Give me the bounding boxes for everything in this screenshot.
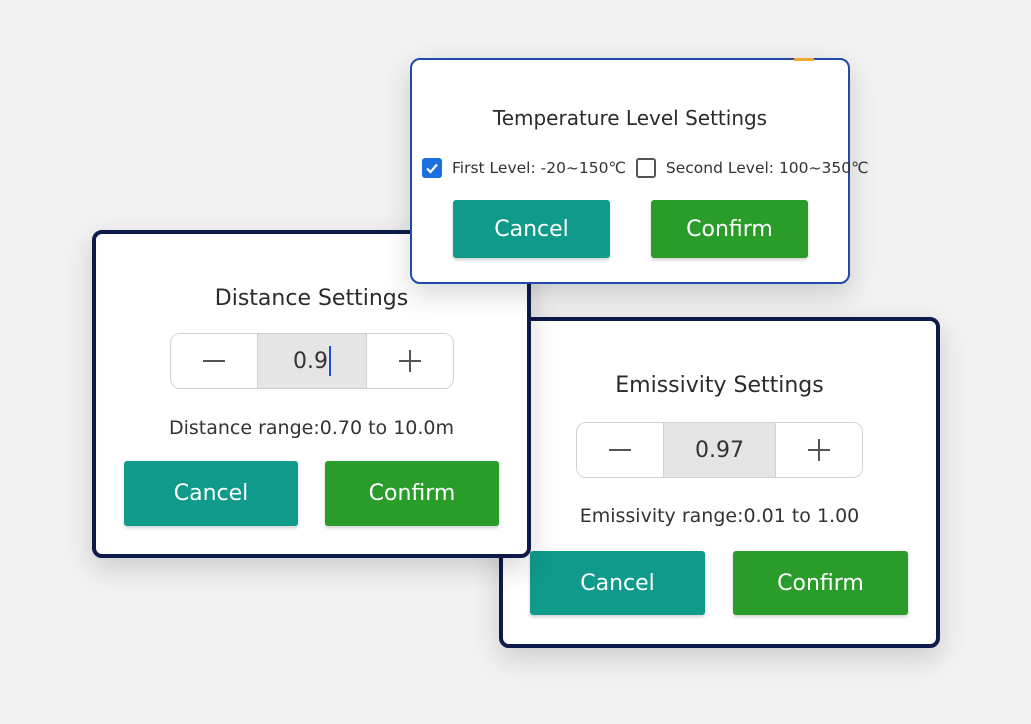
distance-increment-button[interactable] bbox=[367, 334, 453, 388]
minus-icon bbox=[203, 360, 225, 362]
emissivity-decrement-button[interactable] bbox=[577, 423, 663, 477]
distance-dialog-title: Distance Settings bbox=[214, 286, 409, 311]
emissivity-dialog-title: Emissivity Settings bbox=[615, 373, 824, 398]
temperature-level-options: First Level: -20~150℃ Second Level: 100~… bbox=[422, 158, 869, 178]
temperature-dialog: Temperature Level Settings First Level: … bbox=[410, 58, 869, 284]
text-cursor bbox=[329, 346, 331, 376]
first-level-label: First Level: -20~150℃ bbox=[452, 159, 626, 177]
emissivity-stepper: 0.97 bbox=[576, 422, 863, 478]
distance-confirm-button[interactable]: Confirm bbox=[325, 461, 499, 526]
plus-icon bbox=[399, 350, 421, 372]
temperature-confirm-button[interactable]: Confirm bbox=[651, 200, 808, 258]
distance-range-text: Distance range:0.70 to 10.0m bbox=[168, 417, 455, 439]
emissivity-dialog: Emissivity Settings 0.97 Emissivity rang… bbox=[499, 317, 940, 648]
distance-decrement-button[interactable] bbox=[171, 334, 257, 388]
checkmark-icon bbox=[426, 163, 438, 174]
plus-icon bbox=[808, 439, 830, 461]
emissivity-cancel-button[interactable]: Cancel bbox=[530, 551, 705, 615]
second-level-label: Second Level: 100~350℃ bbox=[665, 159, 869, 177]
temperature-dialog-title: Temperature Level Settings bbox=[492, 106, 768, 130]
emissivity-value: 0.97 bbox=[695, 437, 744, 463]
distance-dialog: Distance Settings 0.9 Distance range:0.7… bbox=[92, 230, 531, 558]
emissivity-range-text: Emissivity range:0.01 to 1.00 bbox=[579, 505, 860, 527]
emissivity-value-field[interactable]: 0.97 bbox=[663, 423, 776, 477]
first-level-checkbox[interactable] bbox=[422, 158, 442, 178]
emissivity-increment-button[interactable] bbox=[776, 423, 862, 477]
second-level-checkbox[interactable] bbox=[635, 158, 656, 178]
temperature-cancel-button[interactable]: Cancel bbox=[453, 200, 610, 258]
distance-value-input[interactable]: 0.9 bbox=[257, 334, 367, 388]
distance-cancel-button[interactable]: Cancel bbox=[124, 461, 298, 526]
minus-icon bbox=[609, 449, 631, 451]
emissivity-confirm-button[interactable]: Confirm bbox=[733, 551, 908, 615]
distance-stepper: 0.9 bbox=[170, 333, 454, 389]
accent-strip bbox=[794, 58, 814, 61]
distance-value: 0.9 bbox=[293, 348, 328, 374]
